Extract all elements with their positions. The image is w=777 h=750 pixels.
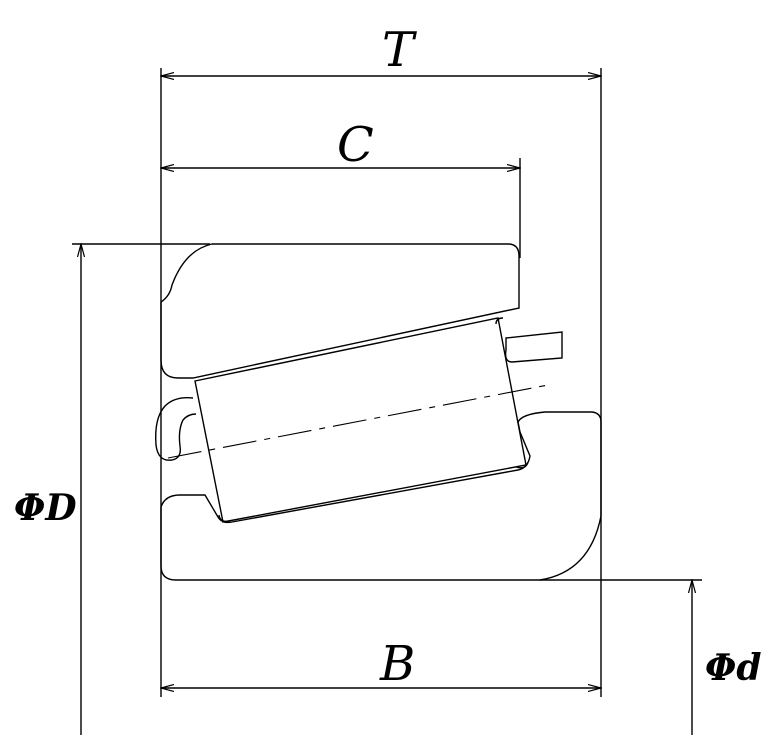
c-label: C (337, 117, 374, 173)
inner-ring (160, 411, 602, 581)
roller-axis-line (167, 384, 549, 459)
t-label: T (382, 22, 415, 78)
od-label: ΦD (14, 487, 77, 529)
b-label: B (380, 636, 416, 692)
roller-corner (495, 317, 504, 325)
bore-label: Φd (705, 647, 762, 689)
tapered-roller (194, 317, 527, 523)
cage-left-hook (155, 396, 197, 461)
cage-right-tab (504, 331, 563, 363)
outer-ring (160, 243, 520, 379)
